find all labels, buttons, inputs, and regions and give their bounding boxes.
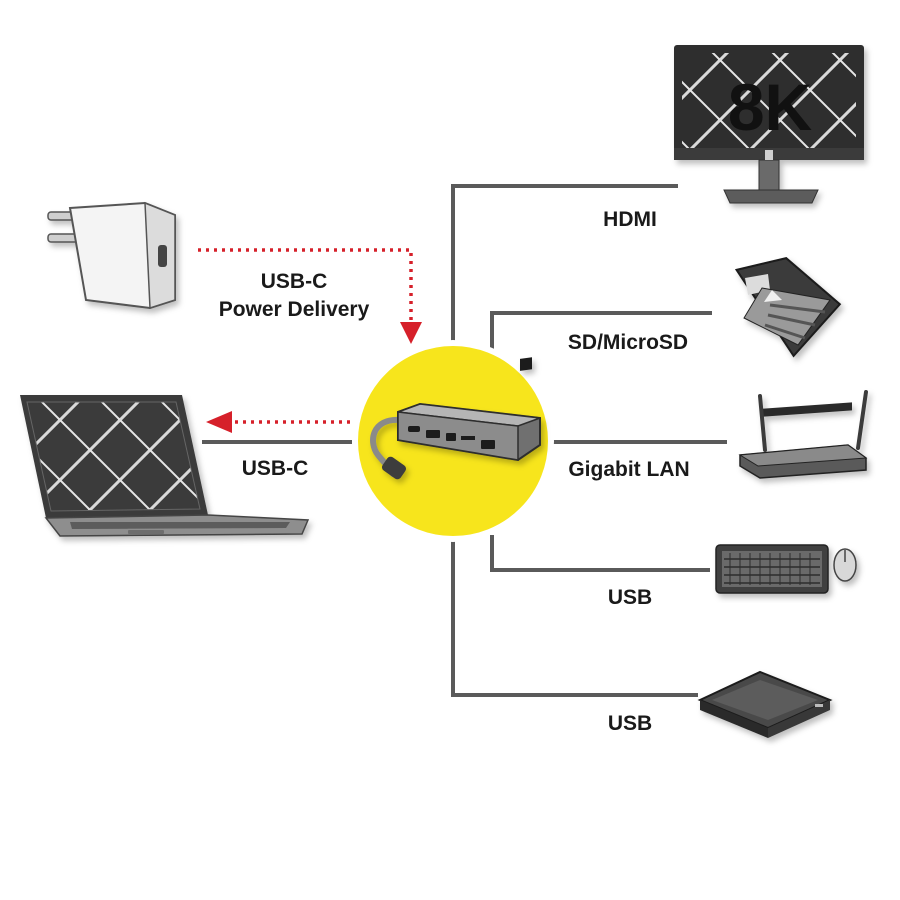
power-arrow bbox=[198, 248, 422, 344]
lan-label: Gigabit LAN bbox=[568, 458, 689, 481]
keyboard-mouse-icon bbox=[715, 544, 857, 594]
external-drive-icon bbox=[697, 670, 833, 738]
power-adapter-icon bbox=[47, 201, 176, 310]
power-label-line2: Power Delivery bbox=[219, 298, 370, 321]
monitor-icon bbox=[674, 45, 864, 204]
sd-label: SD/MicroSD bbox=[568, 331, 688, 354]
connector-lines bbox=[202, 184, 727, 697]
usb-drive-label: USB bbox=[608, 712, 652, 735]
usb-keyboard-label: USB bbox=[608, 586, 652, 609]
laptop-icon bbox=[20, 395, 310, 537]
sd-card-icon bbox=[734, 257, 842, 358]
usb-c-hub-icon bbox=[370, 357, 541, 480]
hdmi-label: HDMI bbox=[603, 208, 657, 231]
monitor-badge: 8K bbox=[728, 70, 813, 144]
line-sd bbox=[490, 311, 712, 352]
line-usb-keyboard bbox=[490, 535, 710, 572]
line-usb-drive bbox=[451, 540, 698, 697]
laptop-label: USB-C bbox=[242, 457, 309, 480]
router-icon bbox=[738, 390, 868, 479]
line-hdmi bbox=[451, 184, 678, 345]
power-label-line1: USB-C bbox=[261, 270, 328, 293]
laptop-arrow bbox=[206, 411, 350, 433]
